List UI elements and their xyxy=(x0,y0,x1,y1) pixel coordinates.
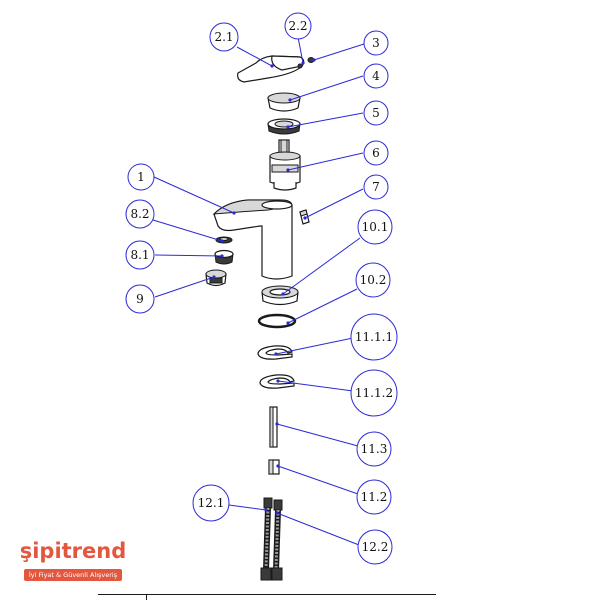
svg-text:2.1: 2.1 xyxy=(214,30,233,44)
svg-text:10.2: 10.2 xyxy=(360,273,387,287)
svg-text:12.1: 12.1 xyxy=(198,496,225,510)
part-o-ring xyxy=(257,313,297,329)
svg-text:11.1.1: 11.1.1 xyxy=(355,330,393,344)
callout-9: 9 xyxy=(125,284,155,314)
callout-12-1: 12.1 xyxy=(192,484,230,522)
callout-11-2: 11.2 xyxy=(356,479,392,515)
part-lever-handle xyxy=(237,55,305,83)
callout-8-2: 8.2 xyxy=(125,199,155,229)
svg-text:8.1: 8.1 xyxy=(130,248,149,262)
svg-text:11.1.2: 11.1.2 xyxy=(355,386,393,400)
brand-name: şipitrend xyxy=(19,539,127,563)
callout-5: 5 xyxy=(363,100,389,126)
part-aerator-insert xyxy=(214,249,234,265)
svg-text:9: 9 xyxy=(136,292,144,306)
svg-text:11.2: 11.2 xyxy=(361,490,388,504)
callout-10-1: 10.1 xyxy=(357,209,393,245)
part-nut xyxy=(267,118,301,135)
svg-text:6: 6 xyxy=(372,146,380,160)
callout-12-2: 12.2 xyxy=(357,529,393,565)
callout-8-1: 8.1 xyxy=(125,240,155,270)
part-cartridge xyxy=(269,139,301,191)
callout-2-2: 2.2 xyxy=(284,12,312,40)
callout-4: 4 xyxy=(363,63,389,89)
part-faucet-body xyxy=(212,199,293,280)
part-threaded-rod xyxy=(269,406,278,448)
part-flexible-hoses xyxy=(260,497,283,581)
callout-2-1: 2.1 xyxy=(209,22,239,52)
callout-1: 1 xyxy=(127,163,155,191)
callout-11-1-1: 11.1.1 xyxy=(350,313,398,361)
svg-text:1: 1 xyxy=(137,170,145,184)
svg-text:2.2: 2.2 xyxy=(288,19,307,33)
part-aerator-washer xyxy=(215,236,233,244)
brand-logo: şipitrend İyi Fiyat & Güvenli Alışveriş xyxy=(18,540,128,581)
svg-text:3: 3 xyxy=(372,36,380,50)
leader-lines xyxy=(152,36,365,546)
part-clip-upper xyxy=(257,345,293,360)
part-aerator-housing xyxy=(205,269,227,287)
table-top-border xyxy=(98,594,436,595)
svg-text:12.2: 12.2 xyxy=(362,540,389,554)
part-base-gasket xyxy=(261,285,299,306)
svg-text:7: 7 xyxy=(372,180,380,194)
callout-6: 6 xyxy=(363,140,389,166)
part-cap-ring xyxy=(267,92,301,112)
brand-tagline: İyi Fiyat & Güvenli Alışveriş xyxy=(23,569,123,581)
svg-text:11.3: 11.3 xyxy=(361,442,388,456)
svg-text:5: 5 xyxy=(372,106,380,120)
svg-text:4: 4 xyxy=(372,69,380,83)
svg-text:10.1: 10.1 xyxy=(362,220,389,234)
callout-11-3: 11.3 xyxy=(356,431,392,467)
callout-7: 7 xyxy=(363,174,389,200)
svg-text:8.2: 8.2 xyxy=(130,207,149,221)
callout-3: 3 xyxy=(363,30,389,56)
table-column-divider xyxy=(146,594,147,600)
callout-10-2: 10.2 xyxy=(355,262,391,298)
callout-11-1-2: 11.1.2 xyxy=(350,369,398,417)
